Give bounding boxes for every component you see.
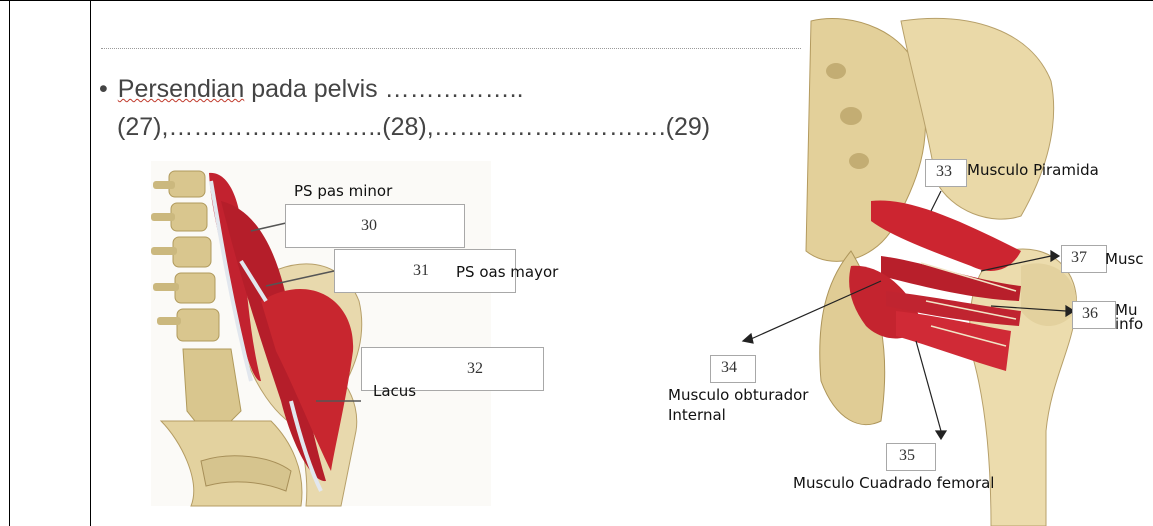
- label-lacus: Lacus: [373, 382, 417, 400]
- box-number-34: 34: [721, 359, 737, 376]
- label-box-35: 35: [886, 443, 936, 471]
- box-number-31: 31: [413, 262, 429, 279]
- psoas-anatomy-illustration: [151, 11, 1153, 526]
- slide-header-dotted-line: [101, 48, 811, 49]
- box-number-37: 37: [1071, 249, 1087, 266]
- box-number-30: 30: [361, 217, 377, 234]
- label-box-33: 33: [925, 159, 967, 187]
- slide-content: • Persendian pada pelvis …………….. (27),…………: [91, 1, 1153, 526]
- frame-column-divider: [90, 0, 91, 526]
- question-keyword: Persendian: [117, 75, 245, 103]
- frame-top-border: [0, 0, 1153, 1]
- bullet: •: [99, 75, 108, 103]
- label-box-31: 31: [334, 249, 516, 293]
- label-box-30: 30: [285, 204, 465, 248]
- label-box-34: 34: [710, 355, 756, 383]
- label-box-36: 36: [1072, 301, 1116, 329]
- frame-left-cell: [0, 0, 10, 526]
- box-number-33: 33: [936, 163, 952, 180]
- label-36-text-a: Mu: [1115, 301, 1138, 319]
- label-ps-minor: PS pas minor: [294, 182, 393, 200]
- label-36-text-b: info: [1115, 315, 1144, 333]
- label-box-37: 37: [1061, 245, 1107, 273]
- label-37-text: Musc: [1105, 250, 1144, 268]
- label-box-32: 32: [361, 347, 544, 391]
- label-obturador-line2: Internal: [668, 406, 726, 424]
- label-obturador-line1: Musculo obturador: [668, 386, 809, 404]
- box-number-36: 36: [1082, 305, 1098, 322]
- question-line-1: • Persendian pada pelvis ……………..: [99, 75, 524, 104]
- question-line-2: (27),……………………..(28),……………………….(29): [117, 113, 711, 141]
- question-line-1-rest: pada pelvis ……………..: [244, 75, 524, 103]
- label-musculo-piramida: Musculo Piramida: [967, 161, 1099, 179]
- label-ps-mayor: PS oas mayor: [456, 263, 559, 281]
- box-number-35: 35: [899, 447, 915, 464]
- box-number-32: 32: [467, 360, 483, 377]
- label-cuadrado-femoral: Musculo Cuadrado femoral: [793, 474, 995, 492]
